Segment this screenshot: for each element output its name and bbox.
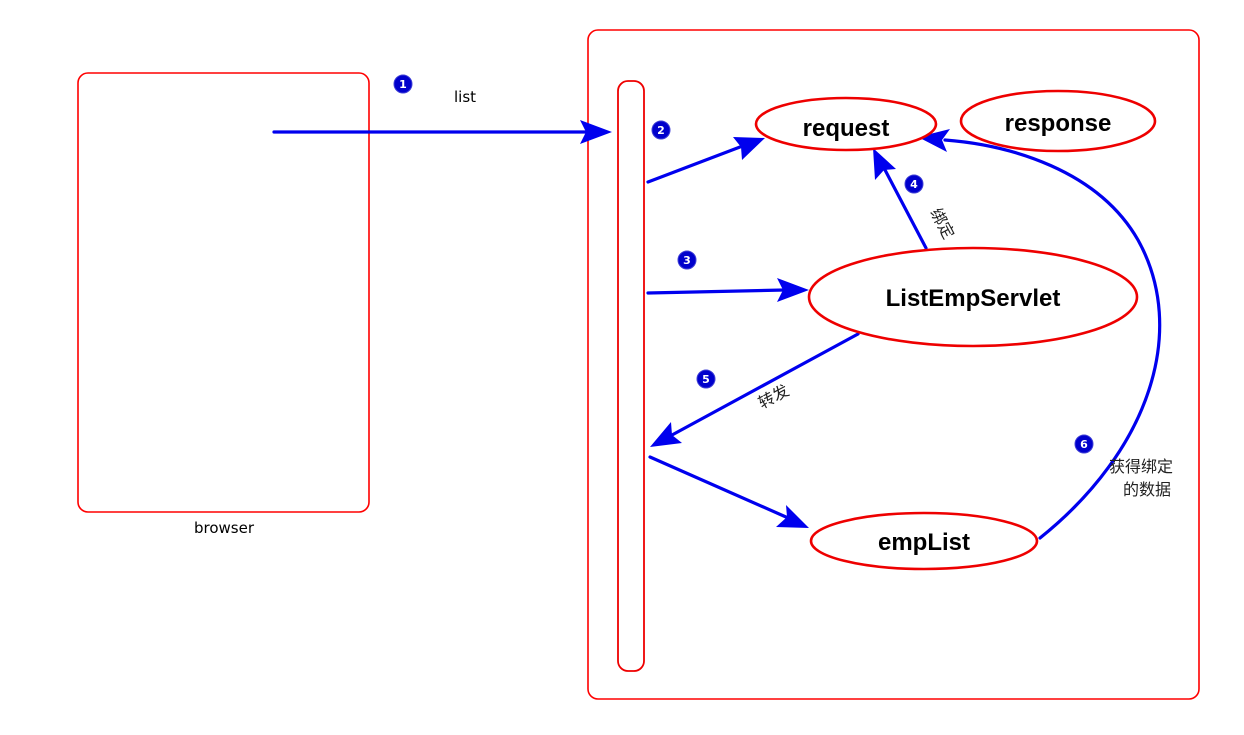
- step-badge-1: 1: [393, 74, 413, 94]
- request-label: request: [803, 115, 890, 142]
- arrow-bind: [873, 148, 928, 250]
- response-label: response: [1005, 110, 1112, 137]
- arrow-to-emplist: [648, 455, 809, 528]
- step-badge-4: 4: [904, 174, 924, 194]
- browser-box: [77, 72, 370, 513]
- servlet-label: ListEmpServlet: [886, 285, 1061, 312]
- svg-text:3: 3: [683, 254, 691, 267]
- arrow-to-request: [646, 137, 765, 184]
- emplist-node: empList: [809, 511, 1039, 571]
- svg-text:1: 1: [399, 78, 407, 91]
- step-badge-5: 5: [696, 369, 716, 389]
- bind-label: 绑定: [926, 205, 958, 242]
- svg-text:4: 4: [910, 178, 918, 191]
- get-bound-label-line2: 的数据: [1123, 480, 1171, 499]
- servlet-node: ListEmpServlet: [807, 246, 1139, 348]
- svg-text:5: 5: [702, 373, 710, 386]
- step-badge-2: 2: [651, 120, 671, 140]
- arrow-get-bound-data: [918, 129, 1162, 540]
- arrow-to-servlet: [646, 278, 809, 302]
- step-badge-6: 6: [1074, 434, 1094, 454]
- server-box: [587, 29, 1200, 700]
- container-bus: [617, 80, 645, 672]
- arrow-list: [272, 120, 612, 144]
- browser-label: browser: [194, 519, 255, 537]
- get-bound-label-line1: 获得绑定: [1109, 457, 1173, 476]
- arrow-forward: [650, 332, 860, 447]
- request-node: request: [754, 96, 938, 152]
- svg-text:6: 6: [1080, 438, 1088, 451]
- svg-text:2: 2: [657, 124, 665, 137]
- response-node: response: [959, 89, 1157, 153]
- step-badge-3: 3: [677, 250, 697, 270]
- emplist-label: empList: [878, 529, 970, 556]
- list-label: list: [454, 88, 476, 106]
